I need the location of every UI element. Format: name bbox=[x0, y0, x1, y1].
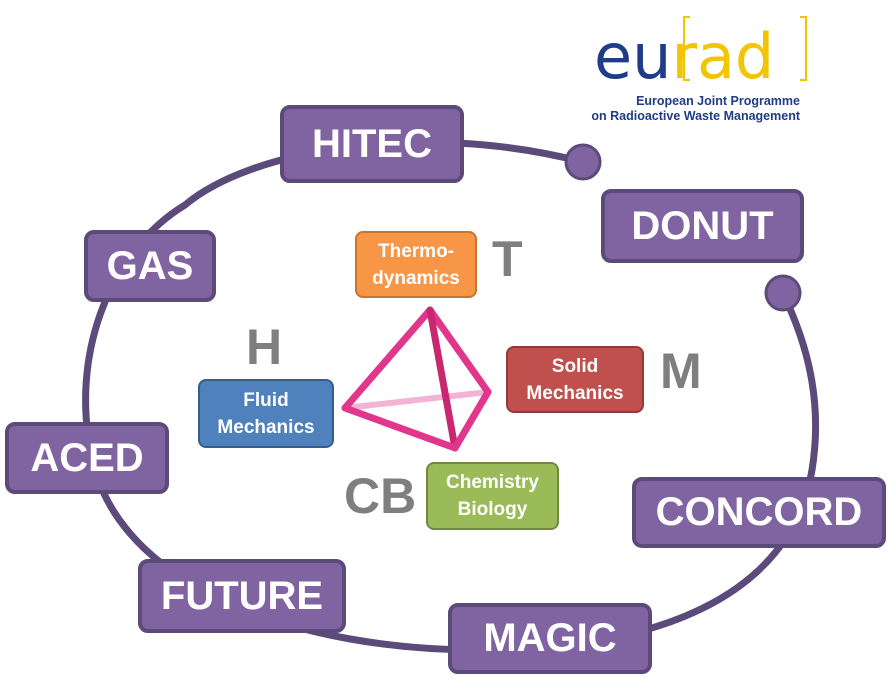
wp-box-gas[interactable]: GAS bbox=[84, 230, 216, 302]
ring-end-dot-right bbox=[764, 274, 802, 312]
thermo-line2: dynamics bbox=[372, 267, 460, 289]
process-box-solid-mechanics: Solid Mechanics bbox=[506, 346, 644, 413]
logo-subtitle-line1: European Joint Programme bbox=[636, 94, 800, 108]
process-box-chemistry-biology: Chemistry Biology bbox=[426, 462, 559, 530]
process-box-thermodynamics: Thermo- dynamics bbox=[355, 231, 477, 298]
solid-line1: Solid bbox=[551, 355, 599, 377]
wp-box-donut[interactable]: DONUT bbox=[601, 189, 804, 263]
tetrahedron-icon bbox=[341, 306, 492, 452]
letter-h: H bbox=[246, 319, 283, 375]
wp-box-concord[interactable]: CONCORD bbox=[632, 477, 886, 548]
fluid-line1: Fluid bbox=[243, 389, 289, 411]
ring-end-dot-top bbox=[564, 143, 602, 181]
logo-letters-rad: rad bbox=[671, 20, 775, 93]
wp-box-magic[interactable]: MAGIC bbox=[448, 603, 652, 674]
thermo-line1: Thermo- bbox=[378, 240, 454, 262]
logo-letters-eu: eu bbox=[594, 20, 672, 93]
letter-m: M bbox=[660, 343, 702, 399]
wp-box-aced[interactable]: ACED bbox=[5, 422, 169, 494]
process-box-fluid-mechanics: Fluid Mechanics bbox=[198, 379, 334, 448]
wp-box-hitec[interactable]: HITEC bbox=[280, 105, 464, 183]
chem-line1: Chemistry bbox=[446, 472, 539, 493]
wp-box-future[interactable]: FUTURE bbox=[138, 559, 346, 633]
chem-line2: Biology bbox=[457, 499, 528, 520]
solid-line2: Mechanics bbox=[526, 382, 624, 404]
letter-cb: CB bbox=[344, 468, 417, 524]
fluid-line2: Mechanics bbox=[217, 416, 315, 438]
logo-subtitle-line2: on Radioactive Waste Management bbox=[591, 109, 800, 123]
letter-t: T bbox=[492, 231, 523, 287]
